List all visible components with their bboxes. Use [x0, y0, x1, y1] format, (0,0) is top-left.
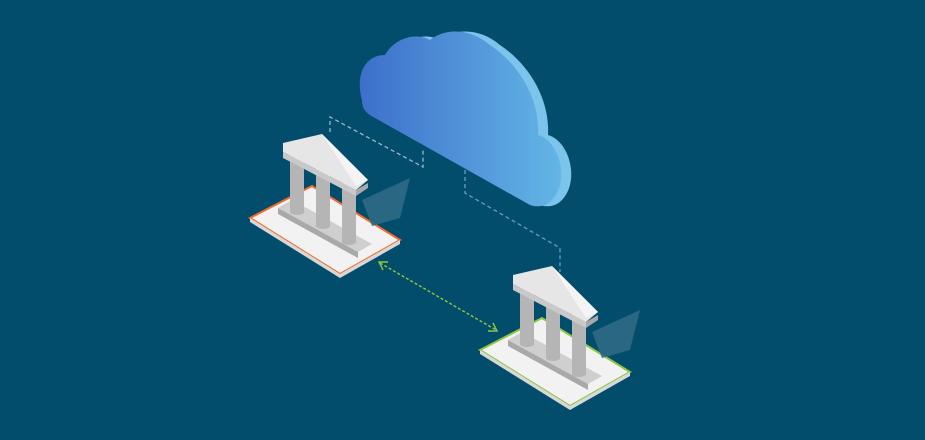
sync-arrow-icon — [377, 261, 499, 332]
dashed-link-left — [329, 115, 424, 169]
dashed-link-right — [464, 170, 561, 272]
cloud-icon — [359, 31, 572, 207]
bank-building-right — [477, 266, 640, 410]
bank-building-left — [247, 134, 410, 278]
